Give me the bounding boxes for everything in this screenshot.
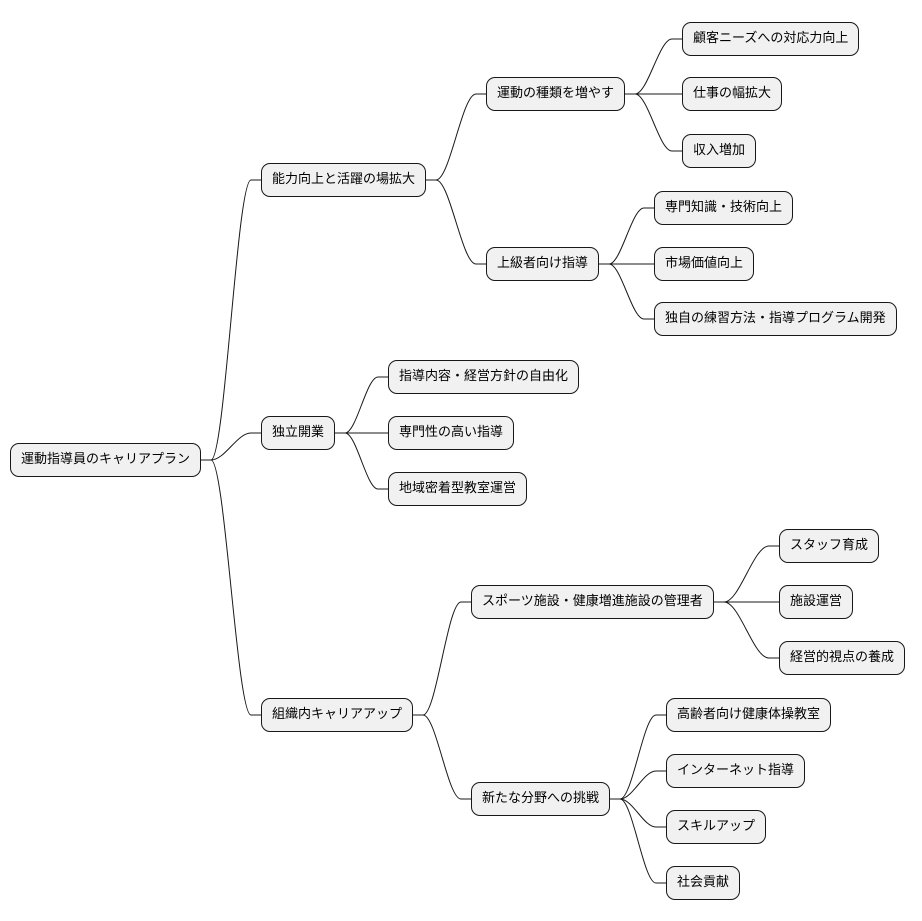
leaf-customer-needs: 顧客ニーズへの対応力向上	[682, 22, 860, 56]
subbranch-new-fields: 新たな分野への挑戦	[471, 782, 611, 816]
leaf-online-coaching: インターネット指導	[666, 754, 806, 788]
leaf-social-contribution: 社会貢献	[666, 866, 741, 900]
subbranch-advanced-coaching: 上級者向け指導	[486, 247, 600, 281]
leaf-original-program: 独自の練習方法・指導プログラム開発	[654, 302, 897, 336]
branch-independence: 独立開業	[261, 416, 336, 450]
branch-career-up: 組織内キャリアアップ	[261, 698, 414, 732]
leaf-specialized-coaching: 専門性の高い指導	[388, 416, 515, 450]
edge-c1-leaf-0	[335, 376, 388, 434]
edge-c2-1-leaf-0	[610, 714, 666, 800]
edge-c2-1-leaf-1	[610, 770, 666, 800]
leaf-staff-training: スタッフ育成	[779, 529, 880, 563]
leaf-facility-operation: 施設運営	[779, 585, 854, 619]
edge-root-c0	[201, 179, 261, 461]
edge-c0-0-leaf-2	[625, 93, 682, 152]
leaf-expertise-improvement: 専門知識・技術向上	[654, 191, 794, 225]
edge-c0-1-leaf-2	[599, 263, 654, 320]
leaf-job-scope: 仕事の幅拡大	[682, 77, 783, 111]
leaf-skill-up: スキルアップ	[666, 810, 767, 844]
edge-root-c1	[201, 432, 261, 461]
leaf-income-increase: 収入増加	[682, 134, 757, 168]
leaf-community-studio: 地域密着型教室運営	[388, 472, 528, 506]
subbranch-more-exercise-types: 運動の種類を増やす	[486, 77, 626, 111]
edge-c2-0-leaf-0	[714, 545, 779, 603]
edge-root-c2	[201, 459, 261, 716]
edge-c2-c2-0	[413, 601, 471, 716]
edge-c1-leaf-2	[335, 432, 388, 490]
edge-c2-1-leaf-2	[610, 798, 666, 828]
edge-c0-1-leaf-0	[599, 207, 654, 265]
edge-c0-0-leaf-0	[625, 38, 682, 95]
edge-c0-c0-0	[426, 93, 486, 181]
edge-c2-c2-1	[413, 714, 471, 800]
edge-c0-c0-1	[426, 179, 486, 265]
branch-ability-expansion: 能力向上と活躍の場拡大	[261, 163, 427, 197]
edge-c2-1-leaf-3	[610, 798, 666, 884]
leaf-management-perspective: 経営的視点の養成	[779, 641, 906, 675]
leaf-freedom-policy: 指導内容・経営方針の自由化	[388, 360, 580, 394]
root-node: 運動指導員のキャリアプラン	[10, 443, 202, 477]
leaf-senior-exercise-class: 高齢者向け健康体操教室	[666, 698, 832, 732]
subbranch-facility-manager: スポーツ施設・健康増進施設の管理者	[471, 585, 714, 619]
leaf-market-value: 市場価値向上	[654, 247, 755, 281]
edge-c2-0-leaf-2	[714, 601, 779, 659]
